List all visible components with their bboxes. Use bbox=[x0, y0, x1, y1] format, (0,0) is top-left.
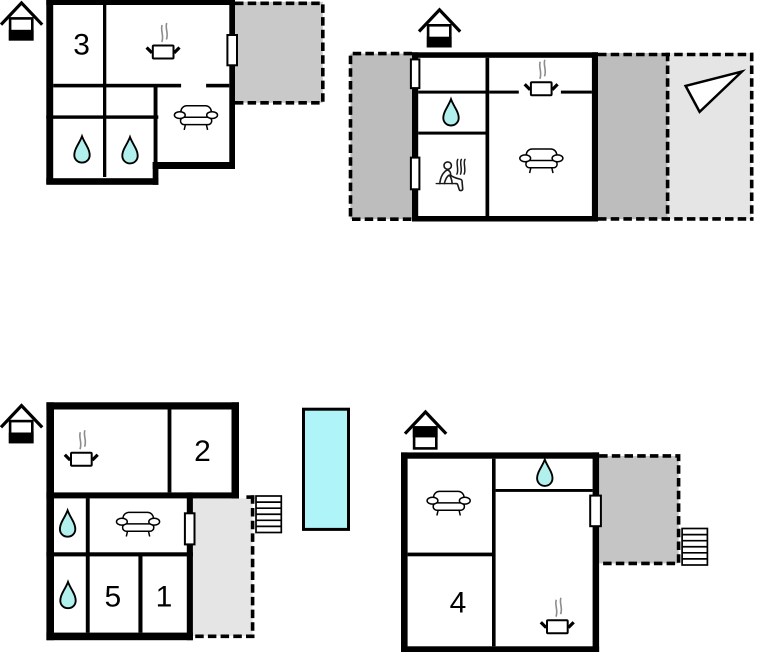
svg-text:4: 4 bbox=[450, 587, 467, 620]
svg-text:3: 3 bbox=[73, 29, 90, 62]
svg-text:2: 2 bbox=[194, 435, 211, 468]
svg-text:1: 1 bbox=[156, 580, 173, 613]
svg-text:5: 5 bbox=[104, 580, 121, 613]
